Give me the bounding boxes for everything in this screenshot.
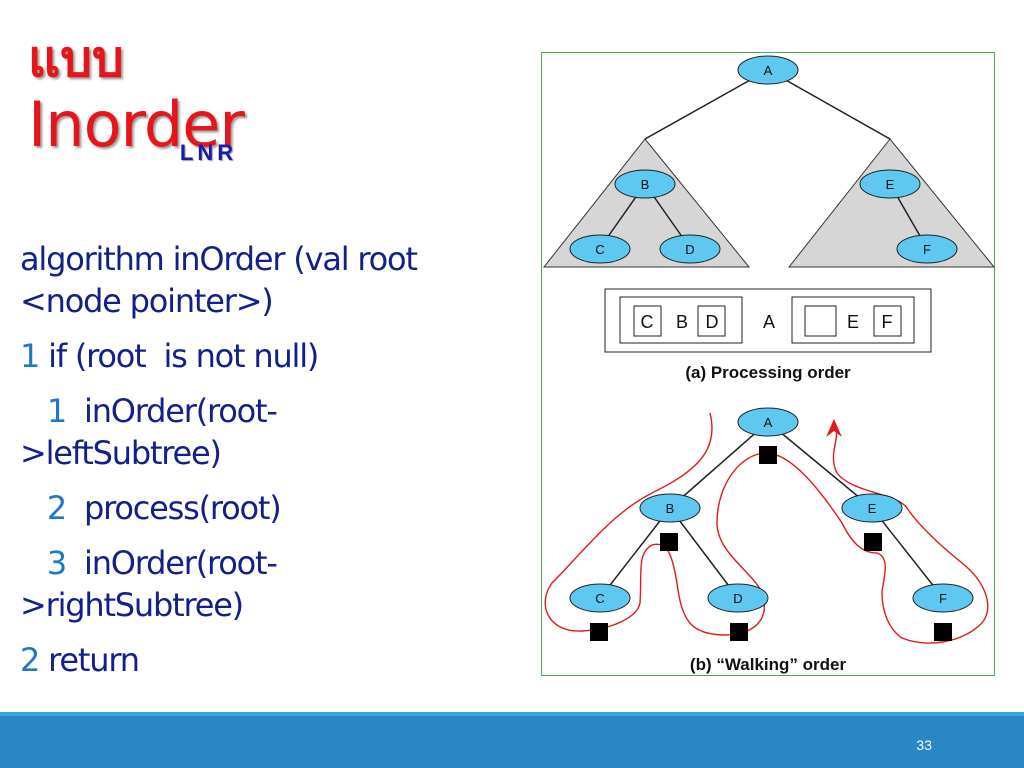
page-number: 33 (916, 737, 932, 753)
title-inorder: InorderLNR (28, 94, 245, 165)
algo-line-9: 2 return (20, 641, 140, 679)
walk-edge-b-c (599, 507, 671, 599)
caption-walking-order: (b) “Walking” order (690, 655, 847, 674)
algo-line-5: >leftSubtree) (20, 434, 222, 472)
walk-edge-a-e (767, 421, 873, 509)
tree-diagram: A B E C D F C B D (542, 55, 996, 674)
algo-line-1: algorithm inOrder (val root (20, 240, 418, 278)
walking-path (544, 412, 989, 644)
svg-text:A: A (764, 63, 773, 78)
svg-text:F: F (882, 312, 893, 332)
svg-text:F: F (939, 591, 947, 606)
walk-node-c: C (569, 583, 631, 613)
svg-text:B: B (666, 501, 675, 516)
svg-text:D: D (706, 312, 719, 332)
walk-node-d: D (707, 583, 769, 613)
algo-line-2: <node pointer>) (20, 282, 274, 320)
svg-text:E: E (868, 501, 877, 516)
walk-node-b: B (639, 493, 701, 523)
footer-bar: 33 (0, 712, 1024, 768)
algo-line-8: >rightSubtree) (20, 586, 244, 624)
inorder-figure: A B E C D F C B D (541, 52, 996, 676)
svg-text:B: B (641, 177, 650, 192)
svg-text:C: C (641, 312, 654, 332)
svg-text:F: F (923, 242, 931, 257)
walk-edge-a-b (669, 421, 769, 509)
algo-line-6: 2 process(root) (20, 489, 282, 527)
algo-line-4: 1 inOrder(root- (20, 392, 278, 430)
right-subtree-triangle (787, 138, 996, 268)
edge-a-b (644, 69, 769, 140)
walk-edge-e-f (871, 507, 944, 599)
svg-text:A: A (763, 312, 775, 332)
walk-node-e: E (841, 493, 903, 523)
node-b: B (614, 169, 676, 199)
node-e: E (859, 169, 921, 199)
processing-order-boxes: C B D A E F (604, 288, 932, 353)
svg-text:E: E (886, 177, 895, 192)
algo-line-3: 1 if (root is not null) (20, 337, 319, 375)
caption-processing-order: (a) Processing order (685, 363, 851, 382)
svg-text:D: D (685, 242, 694, 257)
slide-title: แบบ InorderLNR (28, 30, 245, 165)
svg-text:B: B (676, 312, 688, 332)
svg-text:C: C (595, 591, 604, 606)
process-marker-c (590, 623, 608, 641)
node-d: D (659, 234, 721, 264)
walking-arrowhead (826, 419, 842, 437)
process-marker-d (730, 623, 748, 641)
title-subscript-lnr: LNR (179, 140, 238, 165)
title-thai: แบบ (28, 30, 124, 88)
walk-edge-b-d (669, 507, 739, 599)
svg-text:D: D (733, 591, 742, 606)
walk-node-f: F (912, 583, 974, 613)
algorithm-text: algorithm inOrder (val root <node pointe… (20, 238, 520, 681)
svg-text:C: C (595, 242, 604, 257)
svg-text:E: E (847, 312, 859, 332)
process-marker-e (864, 533, 882, 551)
process-marker-a (759, 446, 777, 464)
node-a: A (737, 55, 799, 85)
node-c: C (569, 234, 631, 264)
title-inorder-text: Inorder (28, 88, 245, 161)
process-marker-f (934, 623, 952, 641)
process-marker-b (660, 533, 678, 551)
svg-text:A: A (764, 415, 773, 430)
node-f: F (896, 234, 958, 264)
footer-stripe (0, 712, 1024, 716)
algo-line-7: 3 inOrder(root- (20, 544, 278, 582)
edge-a-e (767, 69, 891, 140)
walk-node-a: A (737, 407, 799, 437)
